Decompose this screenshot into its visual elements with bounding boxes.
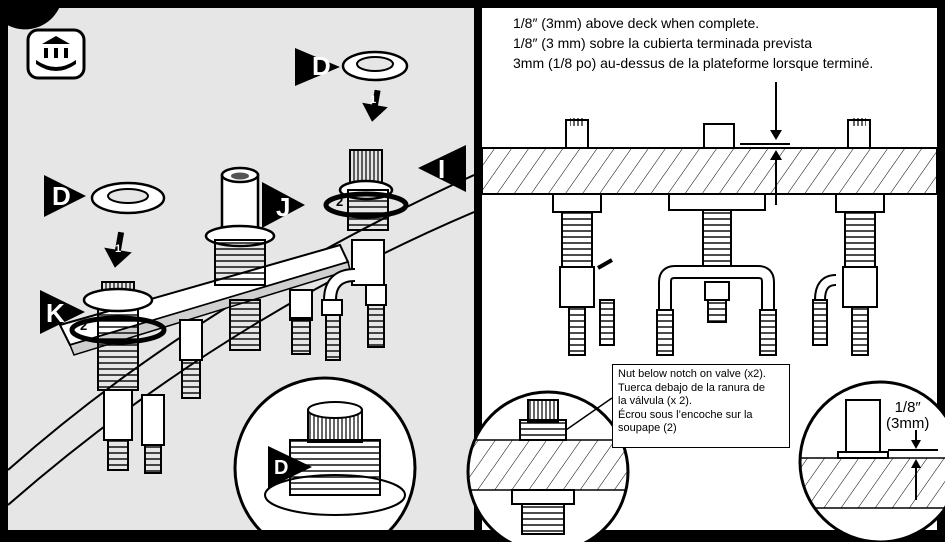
label-d-zoom-text: D <box>274 457 288 479</box>
label-i <box>418 145 466 192</box>
label-j <box>262 182 305 228</box>
assembly-drawing <box>8 48 474 530</box>
center-body <box>179 166 313 399</box>
deck-note-es: 1/8″ (3 mm) sobre la cubierta terminada … <box>513 35 813 51</box>
label-k-text: K <box>46 298 65 328</box>
deck-note-fr: 3mm (1/8 po) au-dessus de la plateforme … <box>513 55 874 71</box>
zoom-detail-nut-below-notch <box>466 390 630 542</box>
measurement-line-1: 1/8″ <box>894 399 921 416</box>
right-valve <box>321 149 409 361</box>
measurement-line-2: (3mm) <box>886 415 930 432</box>
step-2-left: 2 <box>80 318 87 333</box>
label-i-text: I <box>438 154 445 184</box>
faucet-install-icon <box>26 28 86 80</box>
nut-note-fr-2: soupape (2) <box>618 422 677 434</box>
deck-note-en: 1/8″ (3mm) above deck when complete. <box>513 15 760 31</box>
label-d-left-text: D <box>52 181 71 211</box>
nut-note-en: Nut below notch on valve (x2). <box>618 368 766 380</box>
deck-cross-section <box>481 82 938 356</box>
step-2-right: 2 <box>336 194 343 209</box>
nut-note-callout: Nut below notch on valve (x2). Tuerca de… <box>612 364 790 448</box>
label-d-left <box>44 175 86 217</box>
label-d-zoom <box>268 446 312 488</box>
left-valve <box>69 281 167 474</box>
nut-note-es-2: la válvula (x 2). <box>618 395 692 407</box>
label-d-top-text: D <box>312 51 331 81</box>
step-number-badge <box>0 0 62 30</box>
zoom-detail-nut <box>233 376 417 530</box>
step-1-left: 1 <box>115 243 121 255</box>
label-k <box>40 290 85 334</box>
label-d-top <box>295 48 340 86</box>
label-j-text: J <box>276 192 290 222</box>
nut-note-es-1: Tuerca debajo de la ranura de <box>618 381 765 394</box>
nut-note-fr-1: Écrou sous l’encoche sur la <box>618 408 753 421</box>
measurement-label: 1/8″ (3mm) <box>886 400 929 432</box>
step-1-top: 1 <box>370 94 376 106</box>
zoom-detail-deck-height <box>798 380 945 542</box>
